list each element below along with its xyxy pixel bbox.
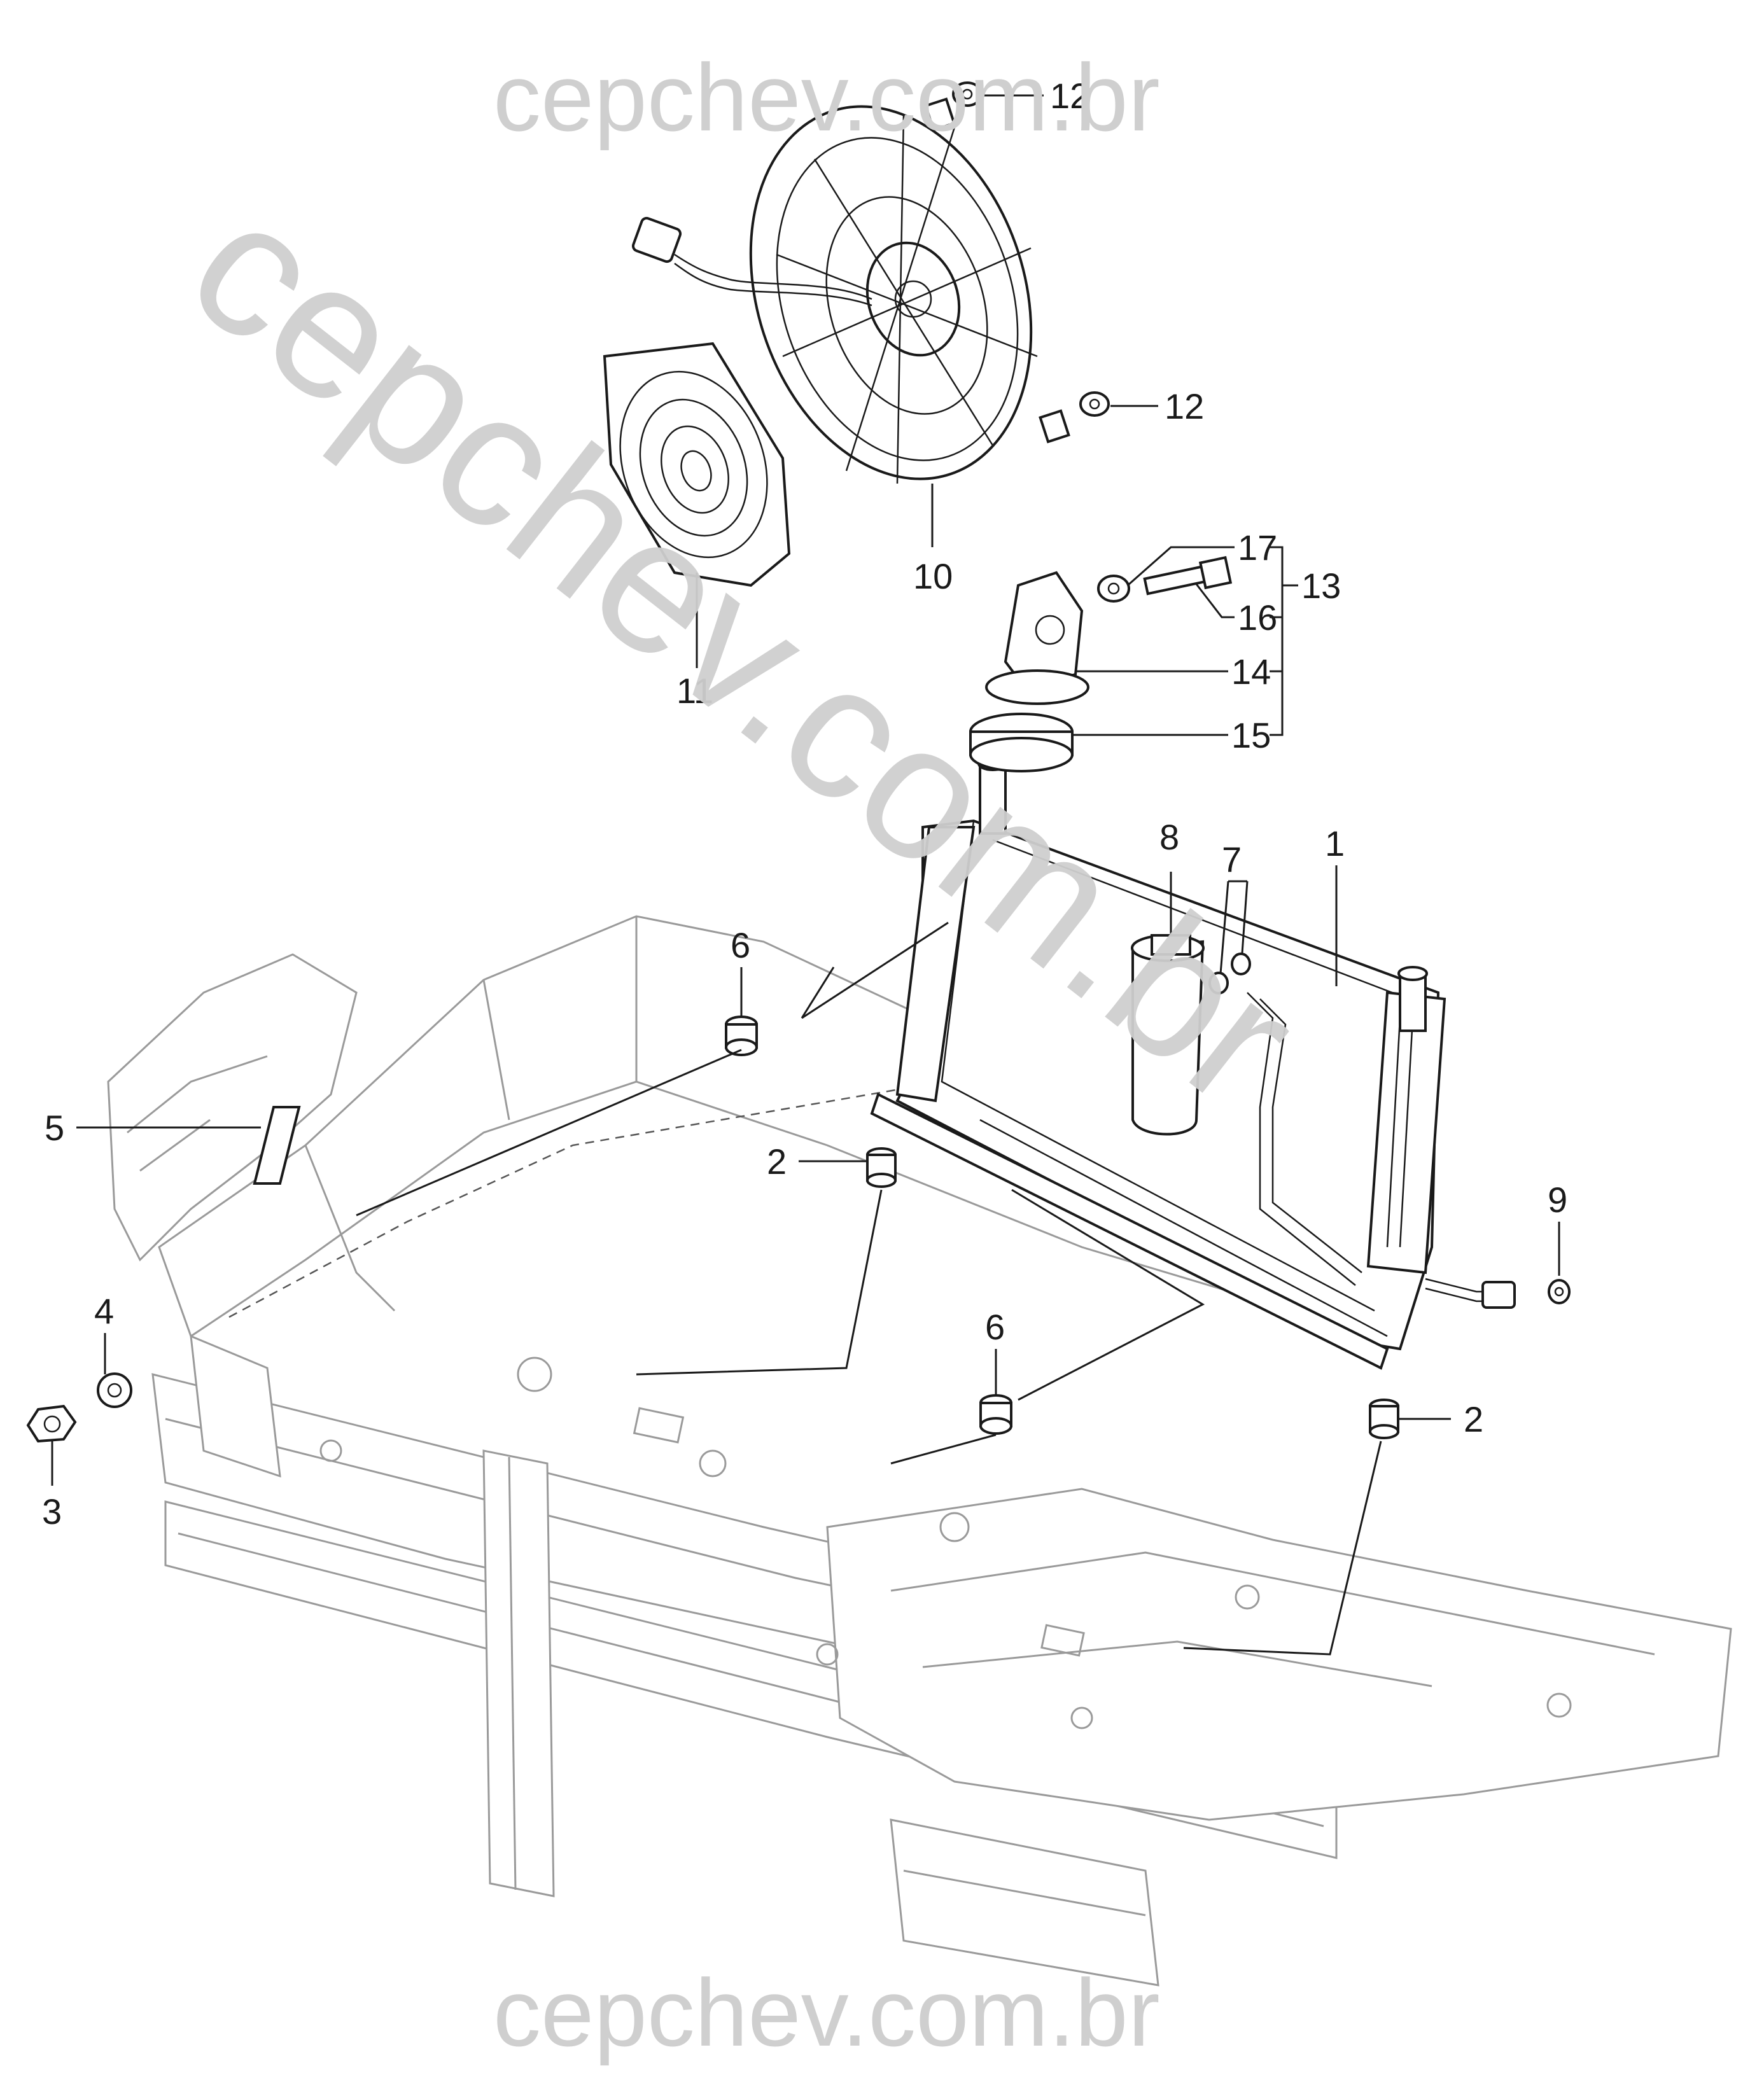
mounting-reference-line <box>228 1068 1019 1318</box>
callout-6-lower: 6 <box>985 1307 1005 1347</box>
callout-labels: 1 2 2 3 4 5 6 6 7 8 9 10 11 12 12 13 14 … <box>42 76 1567 1532</box>
o-ring-9 <box>1548 1279 1571 1304</box>
front-body-structure <box>107 915 1732 1986</box>
body-holes <box>319 1357 1572 1729</box>
callout-14: 14 <box>1231 652 1271 692</box>
callout-2-right: 2 <box>1464 1399 1483 1439</box>
callout-8: 8 <box>1159 817 1179 857</box>
o-ring-7b <box>1231 953 1251 975</box>
grommet-15 <box>969 713 1074 772</box>
callout-11: 11 <box>676 671 713 711</box>
leader-lines <box>51 94 1560 1656</box>
fan-shroud <box>603 342 791 587</box>
washer-12-bottom <box>1079 391 1110 417</box>
callout-2-left: 2 <box>767 1141 787 1182</box>
callout-15: 15 <box>1231 715 1271 755</box>
callout-4: 4 <box>94 1291 114 1331</box>
receiver-drier <box>1131 934 1205 1136</box>
bushing-6-lower <box>979 1394 1012 1435</box>
callout-17: 17 <box>1238 527 1277 568</box>
washer-17 <box>1097 575 1130 603</box>
washer-12-top <box>952 81 983 107</box>
callout-9: 9 <box>1548 1180 1567 1220</box>
callout-16: 16 <box>1238 597 1277 638</box>
callout-5: 5 <box>45 1108 64 1148</box>
bushing-6-upper <box>725 1016 758 1056</box>
nut-3 <box>26 1404 77 1443</box>
washer-4 <box>97 1372 132 1408</box>
watermark-top: cepchev.com.br <box>493 44 1160 151</box>
callout-6-upper: 6 <box>731 925 750 965</box>
callout-12-top: 12 <box>1050 76 1089 116</box>
fan-motor-assembly <box>631 97 1070 484</box>
insulator-2-left <box>866 1147 897 1188</box>
callout-12-bottom: 12 <box>1165 386 1204 426</box>
watermark-bottom: cepchev.com.br <box>493 1959 1160 2066</box>
fan-grid <box>776 114 1038 484</box>
callout-7: 7 <box>1222 839 1242 879</box>
callout-1: 1 <box>1325 823 1345 863</box>
callout-3: 3 <box>42 1491 62 1532</box>
bolt-16 <box>1143 555 1233 596</box>
fan-connector-icon <box>631 216 682 263</box>
o-ring-7a <box>1208 972 1229 995</box>
callout-10: 10 <box>913 556 953 596</box>
mount-bracket-14 <box>985 571 1089 705</box>
seal-strip-5 <box>253 1106 301 1185</box>
insulator-2-right <box>1369 1399 1399 1439</box>
callout-13: 13 <box>1301 566 1341 606</box>
